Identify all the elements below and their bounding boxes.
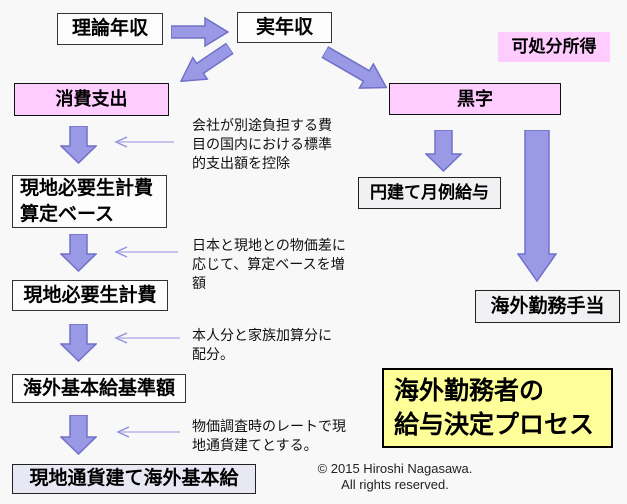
- pointer-arrow-2-icon: [114, 246, 178, 258]
- arrow-right-icon: [171, 17, 229, 47]
- node-actual-annual-income: 実年収: [237, 12, 332, 43]
- pointer-arrow-3-icon: [114, 332, 180, 344]
- arrow-down-short-icon: [425, 130, 462, 172]
- diagram-title: 海外勤務者の 給与決定プロセス: [382, 368, 613, 448]
- node-local-living-cost: 現地必要生計費: [12, 280, 168, 311]
- arrow-diagonal-left-icon: [179, 42, 235, 83]
- copyright-notice: © 2015 Hiroshi Nagasawa. All rights rese…: [317, 461, 473, 492]
- annotation-price-difference-adjustment: 日本と現地との物価差に 応じて、算定ベースを増 額: [192, 237, 346, 291]
- node-local-living-cost-base: 現地必要生計費 算定ベース: [12, 175, 167, 228]
- label-disposable-income: 可処分所得: [498, 32, 610, 62]
- node-yen-monthly-salary: 円建て月例給与: [358, 177, 501, 209]
- annotation-deduct-company-paid-items: 会社が別途負担する費 目の国内における標準 的支出額を控除: [192, 117, 332, 171]
- arrow-down-1-icon: [60, 126, 97, 164]
- node-surplus: 黒字: [389, 83, 561, 115]
- node-theoretical-annual-income: 理論年収: [57, 13, 163, 45]
- node-local-currency-base-salary: 現地通貨建て海外基本給: [12, 464, 256, 494]
- arrow-down-long-icon: [517, 130, 557, 282]
- arrow-down-4-icon: [60, 415, 97, 455]
- pointer-arrow-4-icon: [116, 426, 180, 438]
- node-overseas-base-salary-standard: 海外基本給基準額: [12, 374, 186, 403]
- arrow-diagonal-right-icon: [320, 45, 388, 89]
- node-consumption-expenditure: 消費支出: [14, 83, 169, 116]
- arrow-down-3-icon: [60, 324, 97, 362]
- pointer-arrow-1-icon: [114, 136, 174, 148]
- arrow-down-2-icon: [60, 234, 97, 272]
- annotation-self-family-allocation: 本人分と家族加算分に 配分。: [192, 327, 332, 362]
- annotation-local-currency-rate: 物価調査時のレートで現 地通貨建てとする。: [192, 418, 346, 453]
- node-overseas-work-allowance: 海外勤務手当: [475, 290, 620, 323]
